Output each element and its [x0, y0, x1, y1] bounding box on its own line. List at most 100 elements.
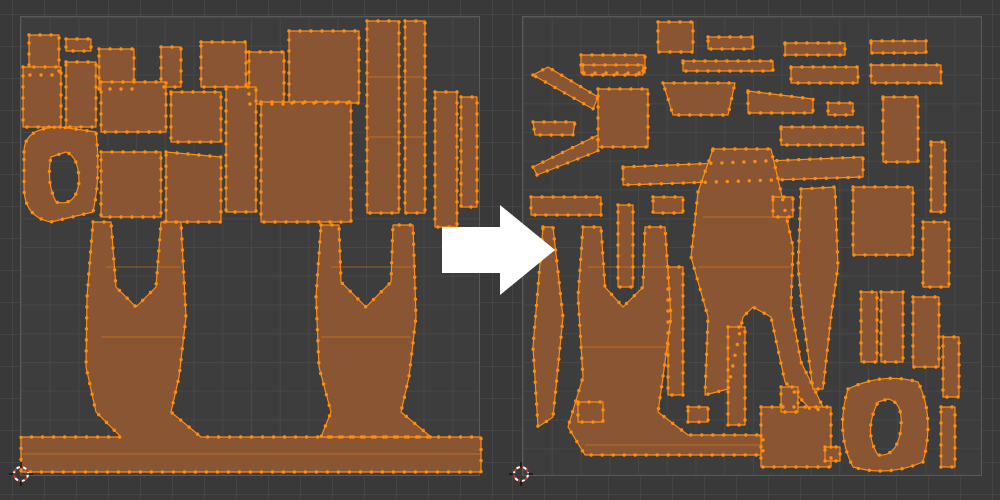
uv-vertex[interactable] [844, 395, 848, 400]
uv-vertex[interactable] [347, 100, 351, 104]
uv-vertex[interactable] [287, 82, 291, 86]
uv-vertex[interactable] [397, 64, 401, 68]
uv-vertex[interactable] [64, 96, 68, 100]
uv-vertex[interactable] [447, 435, 452, 439]
uv-vertex[interactable] [791, 317, 795, 321]
uv-vertex[interactable] [433, 118, 437, 122]
uv-vertex[interactable] [631, 232, 635, 236]
uv-vertex[interactable] [423, 109, 427, 113]
uv-vertex[interactable] [906, 185, 910, 189]
uv-vertex[interactable] [357, 47, 361, 51]
uv-vertex[interactable] [681, 327, 685, 331]
uv-vertex[interactable] [870, 51, 874, 55]
uv-vertex[interactable] [116, 470, 121, 474]
uv-vertex[interactable] [49, 33, 53, 37]
uv-vertex[interactable] [113, 268, 117, 272]
uv-vertex[interactable] [60, 217, 64, 221]
uv-vertex[interactable] [208, 154, 212, 158]
uv-vertex[interactable] [875, 296, 879, 300]
uv-vertex[interactable] [911, 464, 915, 468]
uv-vertex[interactable] [533, 314, 538, 318]
uv-vertex[interactable] [479, 469, 483, 474]
uv-vertex[interactable] [28, 470, 33, 474]
uv-vertex[interactable] [202, 85, 206, 89]
uv-vertex[interactable] [796, 390, 800, 394]
uv-vertex[interactable] [411, 341, 415, 345]
uv-vertex[interactable] [204, 470, 209, 474]
uv-vertex[interactable] [31, 131, 36, 135]
uv-vertex[interactable] [59, 93, 63, 97]
uv-vertex[interactable] [799, 294, 803, 298]
uv-vertex[interactable] [270, 100, 274, 104]
uv-vertex[interactable] [902, 39, 906, 43]
uv-vertex[interactable] [164, 92, 168, 96]
uv-vertex[interactable] [694, 81, 698, 85]
uv-vertex[interactable] [22, 168, 26, 173]
uv-vertex[interactable] [357, 58, 361, 62]
uv-vertex[interactable] [424, 470, 429, 474]
uv-vertex[interactable] [423, 197, 427, 201]
uv-vertex[interactable] [706, 392, 710, 396]
uv-vertex[interactable] [567, 420, 572, 424]
uv-vertex[interactable] [455, 189, 459, 193]
uv-vertex[interactable] [534, 74, 538, 79]
uv-vertex[interactable] [61, 470, 66, 474]
uv-vertex[interactable] [666, 375, 670, 379]
uv-vertex[interactable] [790, 125, 794, 129]
uv-vertex[interactable] [721, 113, 725, 117]
uv-vertex[interactable] [759, 412, 763, 416]
uv-vertex[interactable] [423, 87, 427, 91]
uv-vertex[interactable] [164, 197, 168, 201]
uv-vertex[interactable] [400, 406, 404, 410]
uv-vertex[interactable] [692, 180, 696, 185]
uv-vertex[interactable] [365, 115, 369, 119]
uv-vertex[interactable] [834, 228, 839, 232]
uv-vertex[interactable] [670, 181, 674, 186]
uv-vertex[interactable] [159, 178, 163, 182]
uv-vertex[interactable] [99, 123, 103, 127]
uv-vertex[interactable] [403, 146, 407, 150]
uv-vertex[interactable] [818, 400, 823, 404]
uv-vertex[interactable] [379, 211, 383, 215]
uv-vertex[interactable] [433, 195, 437, 199]
uv-vertex[interactable] [459, 149, 463, 153]
uv-vertex[interactable] [779, 127, 783, 131]
uv-vertex[interactable] [179, 69, 183, 73]
uv-vertex[interactable] [753, 159, 757, 164]
uv-vertex[interactable] [111, 246, 115, 250]
uv-vertex[interactable] [733, 353, 737, 357]
uv-vertex[interactable] [911, 322, 915, 326]
uv-vertex[interactable] [410, 352, 414, 356]
uv-vertex[interactable] [379, 290, 383, 294]
uv-vertex[interactable] [783, 465, 787, 469]
uv-vertex[interactable] [531, 73, 535, 77]
uv-vertex[interactable] [159, 77, 163, 81]
uv-vertex[interactable] [560, 133, 564, 137]
uv-bounds-after[interactable] [522, 16, 982, 476]
uv-vertex[interactable] [863, 253, 867, 257]
uv-vertex[interactable] [247, 59, 251, 63]
uv-vertex[interactable] [356, 297, 360, 301]
uv-vertex[interactable] [832, 185, 836, 189]
uv-vertex[interactable] [143, 150, 147, 154]
uv-vertex[interactable] [634, 53, 638, 57]
uv-vertex[interactable] [601, 53, 605, 57]
uv-vertex[interactable] [710, 148, 715, 153]
uv-vertex[interactable] [798, 283, 802, 287]
uv-vertex[interactable] [64, 63, 68, 67]
uv-vertex[interactable] [916, 126, 920, 130]
uv-vertex[interactable] [536, 424, 540, 428]
uv-vertex[interactable] [541, 160, 545, 164]
uv-vertex[interactable] [785, 143, 789, 147]
uv-vertex[interactable] [714, 59, 718, 63]
uv-vertex[interactable] [939, 285, 943, 289]
uv-vertex[interactable] [553, 120, 557, 124]
uv-vertex[interactable] [459, 105, 463, 109]
uv-vertex[interactable] [771, 198, 775, 202]
uv-vertex[interactable] [781, 198, 785, 202]
uv-vertex[interactable] [849, 460, 853, 464]
uv-vertex[interactable] [658, 396, 662, 400]
uv-vertex[interactable] [928, 285, 932, 289]
uv-vertex[interactable] [187, 140, 191, 144]
uv-vertex[interactable] [21, 65, 25, 69]
